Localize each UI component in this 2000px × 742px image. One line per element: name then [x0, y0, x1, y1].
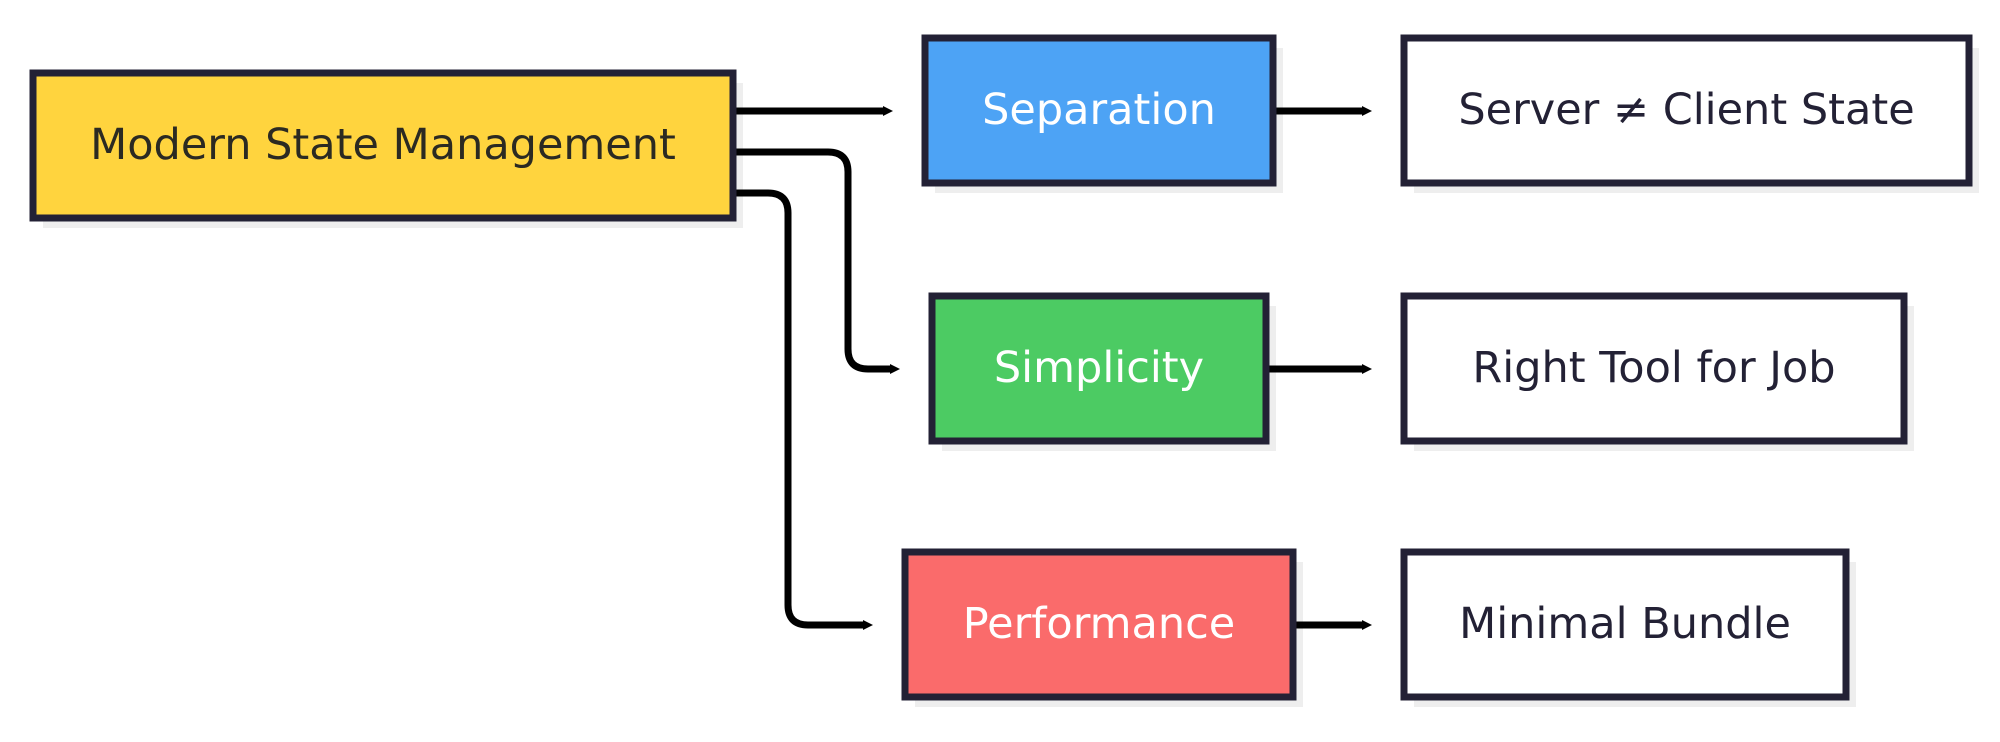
node-box-minimal-bundle: [1400, 548, 1850, 701]
node-box-performance: [901, 548, 1297, 701]
node-box-root: [29, 69, 737, 222]
node-layer: Modern State Management Separation Server …: [29, 34, 1973, 701]
node-label-server-client-state: Server ≠ Client State: [1458, 85, 1914, 135]
node-label-right-tool-for-job: Right Tool for Job: [1472, 343, 1835, 393]
node-right-tool-for-job[interactable]: Right Tool for Job: [1400, 292, 1908, 445]
edge-root-to-performance: [733, 189, 873, 630]
node-performance[interactable]: Performance: [901, 548, 1297, 701]
node-box-separation: [921, 34, 1277, 187]
node-label-simplicity: Simplicity: [994, 343, 1204, 393]
node-box-simplicity: [928, 292, 1270, 445]
node-server-client-state[interactable]: Server ≠ Client State: [1400, 34, 1973, 187]
node-label-root: Modern State Management: [90, 120, 676, 170]
node-label-minimal-bundle: Minimal Bundle: [1459, 599, 1791, 649]
node-minimal-bundle[interactable]: Minimal Bundle: [1400, 548, 1850, 701]
node-simplicity[interactable]: Simplicity: [928, 292, 1270, 445]
node-root[interactable]: Modern State Management: [29, 69, 737, 222]
edge-root-to-simplicity: [733, 148, 900, 374]
node-separation[interactable]: Separation: [921, 34, 1277, 187]
node-label-separation: Separation: [982, 85, 1216, 135]
node-box-server-client-state: [1400, 34, 1973, 187]
node-box-right-tool-for-job: [1400, 292, 1908, 445]
edge-layer: [733, 106, 1372, 630]
node-label-performance: Performance: [963, 599, 1236, 649]
